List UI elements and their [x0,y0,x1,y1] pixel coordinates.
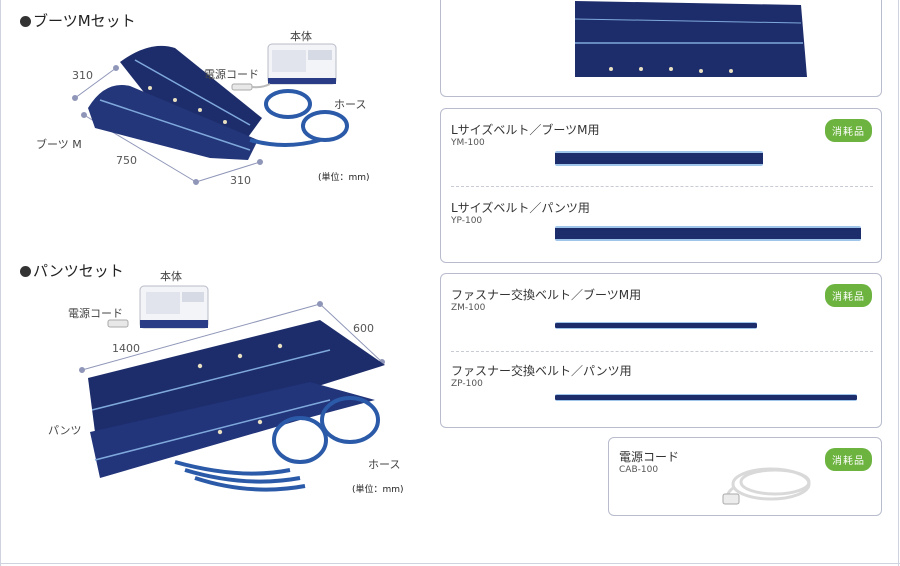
separator [451,351,873,352]
pants-set-title: パンツセット [33,262,124,280]
bullet-icon [20,16,31,27]
power-cord-photo [722,467,811,505]
bullet-icon [20,266,31,277]
boots-label-main-unit: 本体 [290,30,312,43]
boots-unit-note: (単位：mm) [318,173,370,183]
part-code-zp100: ZP-100 [451,379,483,389]
part-code-zm100: ZM-100 [451,303,486,313]
part-name-yp100: Lサイズベルト／パンツ用 [451,201,590,215]
part-code-cab100: CAB-100 [619,465,659,475]
part-code-ym100: YM-100 [451,138,485,148]
boots-label-power-cord: 電源コード [204,68,259,81]
boots-dim-width-top: 310 [72,69,93,82]
panel-fastener-belts: ファスナー交換ベルト／ブーツM用 ZM-100 消耗品 ファスナー交換ベルト／パ… [440,273,882,428]
pants-photo [574,1,807,77]
part-name-zm100: ファスナー交換ベルト／ブーツM用 [451,288,642,302]
consumable-badge: 消耗品 [825,448,872,471]
belt-ym100 [555,151,763,166]
panel-power-cord: 電源コード CAB-100 消耗品 [608,437,882,516]
frame-left-border [0,0,1,566]
frame-right-border [898,0,899,566]
boots-set-illustration [72,43,349,185]
pants-label-pants: パンツ [48,424,82,437]
pants-set-illustration [79,285,385,492]
pants-set-heading: パンツセット [20,260,124,281]
panel-l-size-belts: Lサイズベルト／ブーツM用 YM-100 消耗品 Lサイズベルト／パンツ用 YP… [440,108,882,263]
consumable-badge: 消耗品 [825,119,872,142]
belt-zp100 [555,394,857,401]
panel-pants-image [440,0,882,97]
part-name-ym100: Lサイズベルト／ブーツM用 [451,123,600,137]
pants-dim-length: 1400 [112,342,140,355]
boots-dim-length: 750 [116,154,137,167]
part-name-zp100: ファスナー交換ベルト／パンツ用 [451,364,632,378]
pants-dim-width: 600 [353,322,374,335]
part-name-cab100: 電源コード [619,450,680,464]
pants-label-power-cord: 電源コード [68,307,123,320]
separator [451,186,873,187]
boots-set-title: ブーツMセット [33,12,136,30]
pants-label-hose: ホース [368,458,401,471]
belt-yp100 [555,226,861,241]
boots-label-hose: ホース [334,98,367,111]
consumable-badge: 消耗品 [825,284,872,307]
boots-set-heading: ブーツMセット [20,10,136,31]
pants-label-main-unit: 本体 [160,270,182,283]
part-code-yp100: YP-100 [451,216,483,226]
pants-unit-note: (単位：mm) [352,485,404,495]
belt-zm100 [555,322,757,329]
frame-bottom-border [0,563,900,564]
boots-dim-width-bottom: 310 [230,174,251,187]
boots-label-boots: ブーツ M [36,138,82,151]
